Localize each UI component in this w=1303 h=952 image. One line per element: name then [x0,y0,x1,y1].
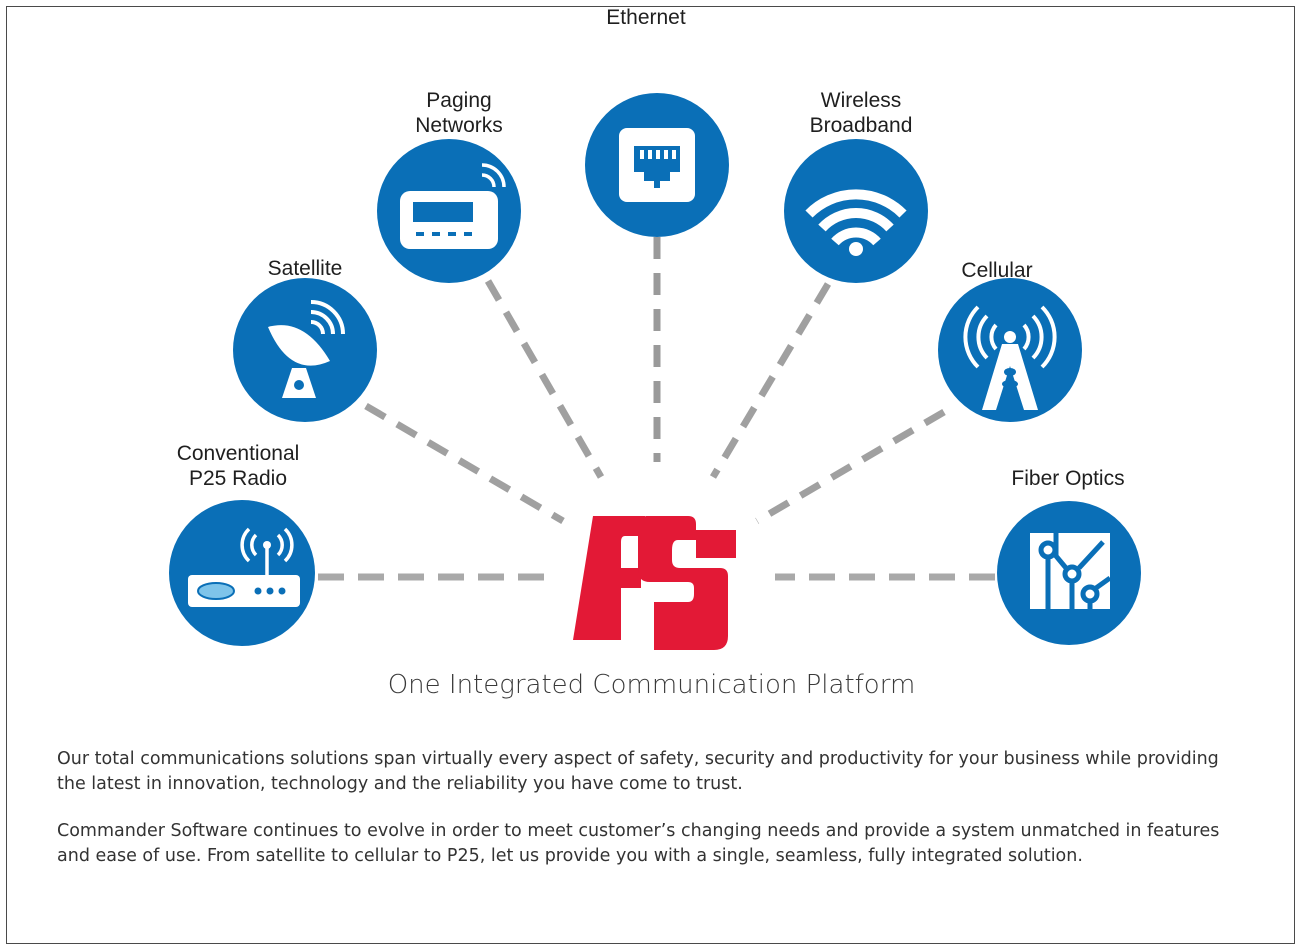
node-wireless [784,139,928,283]
connector-cellular [755,408,946,525]
label-satellite: Satellite [267,257,343,280]
connector-satellite [364,402,565,525]
node-satellite [233,278,377,422]
node-cellular [938,278,1082,422]
paragraph-1: Our total communications solutions span … [57,749,1219,794]
connector-paging [484,279,605,479]
connector-wireless [709,282,832,479]
ethernet-port-icon [619,128,695,202]
node-conventional [169,500,315,646]
communication-diagram [169,93,1141,650]
wifi-icon [805,189,907,256]
paragraph-2: Commander Software continues to evolve i… [57,821,1220,866]
connector-lines [318,237,995,581]
label-ethernet: Ethernet [606,6,686,29]
label-paging: Paging Networks [415,89,503,137]
page-frame [6,6,1295,944]
node-fiber [997,501,1141,645]
pager-icon [400,163,506,249]
fs-logo [573,516,736,650]
node-paging [377,139,521,283]
satellite-dish-icon [268,300,345,398]
label-wireless: Wireless Broadband [809,89,913,137]
node-ethernet [585,93,729,237]
label-fiber: Fiber Optics [1011,467,1125,490]
label-cellular: Cellular [961,259,1033,282]
cell-tower-icon [963,305,1057,410]
headline: One Integrated Communication Platform [387,670,916,700]
label-conventional: Conventional P25 Radio [176,442,300,490]
circuit-icon [1030,533,1112,610]
radio-icon [188,527,300,607]
